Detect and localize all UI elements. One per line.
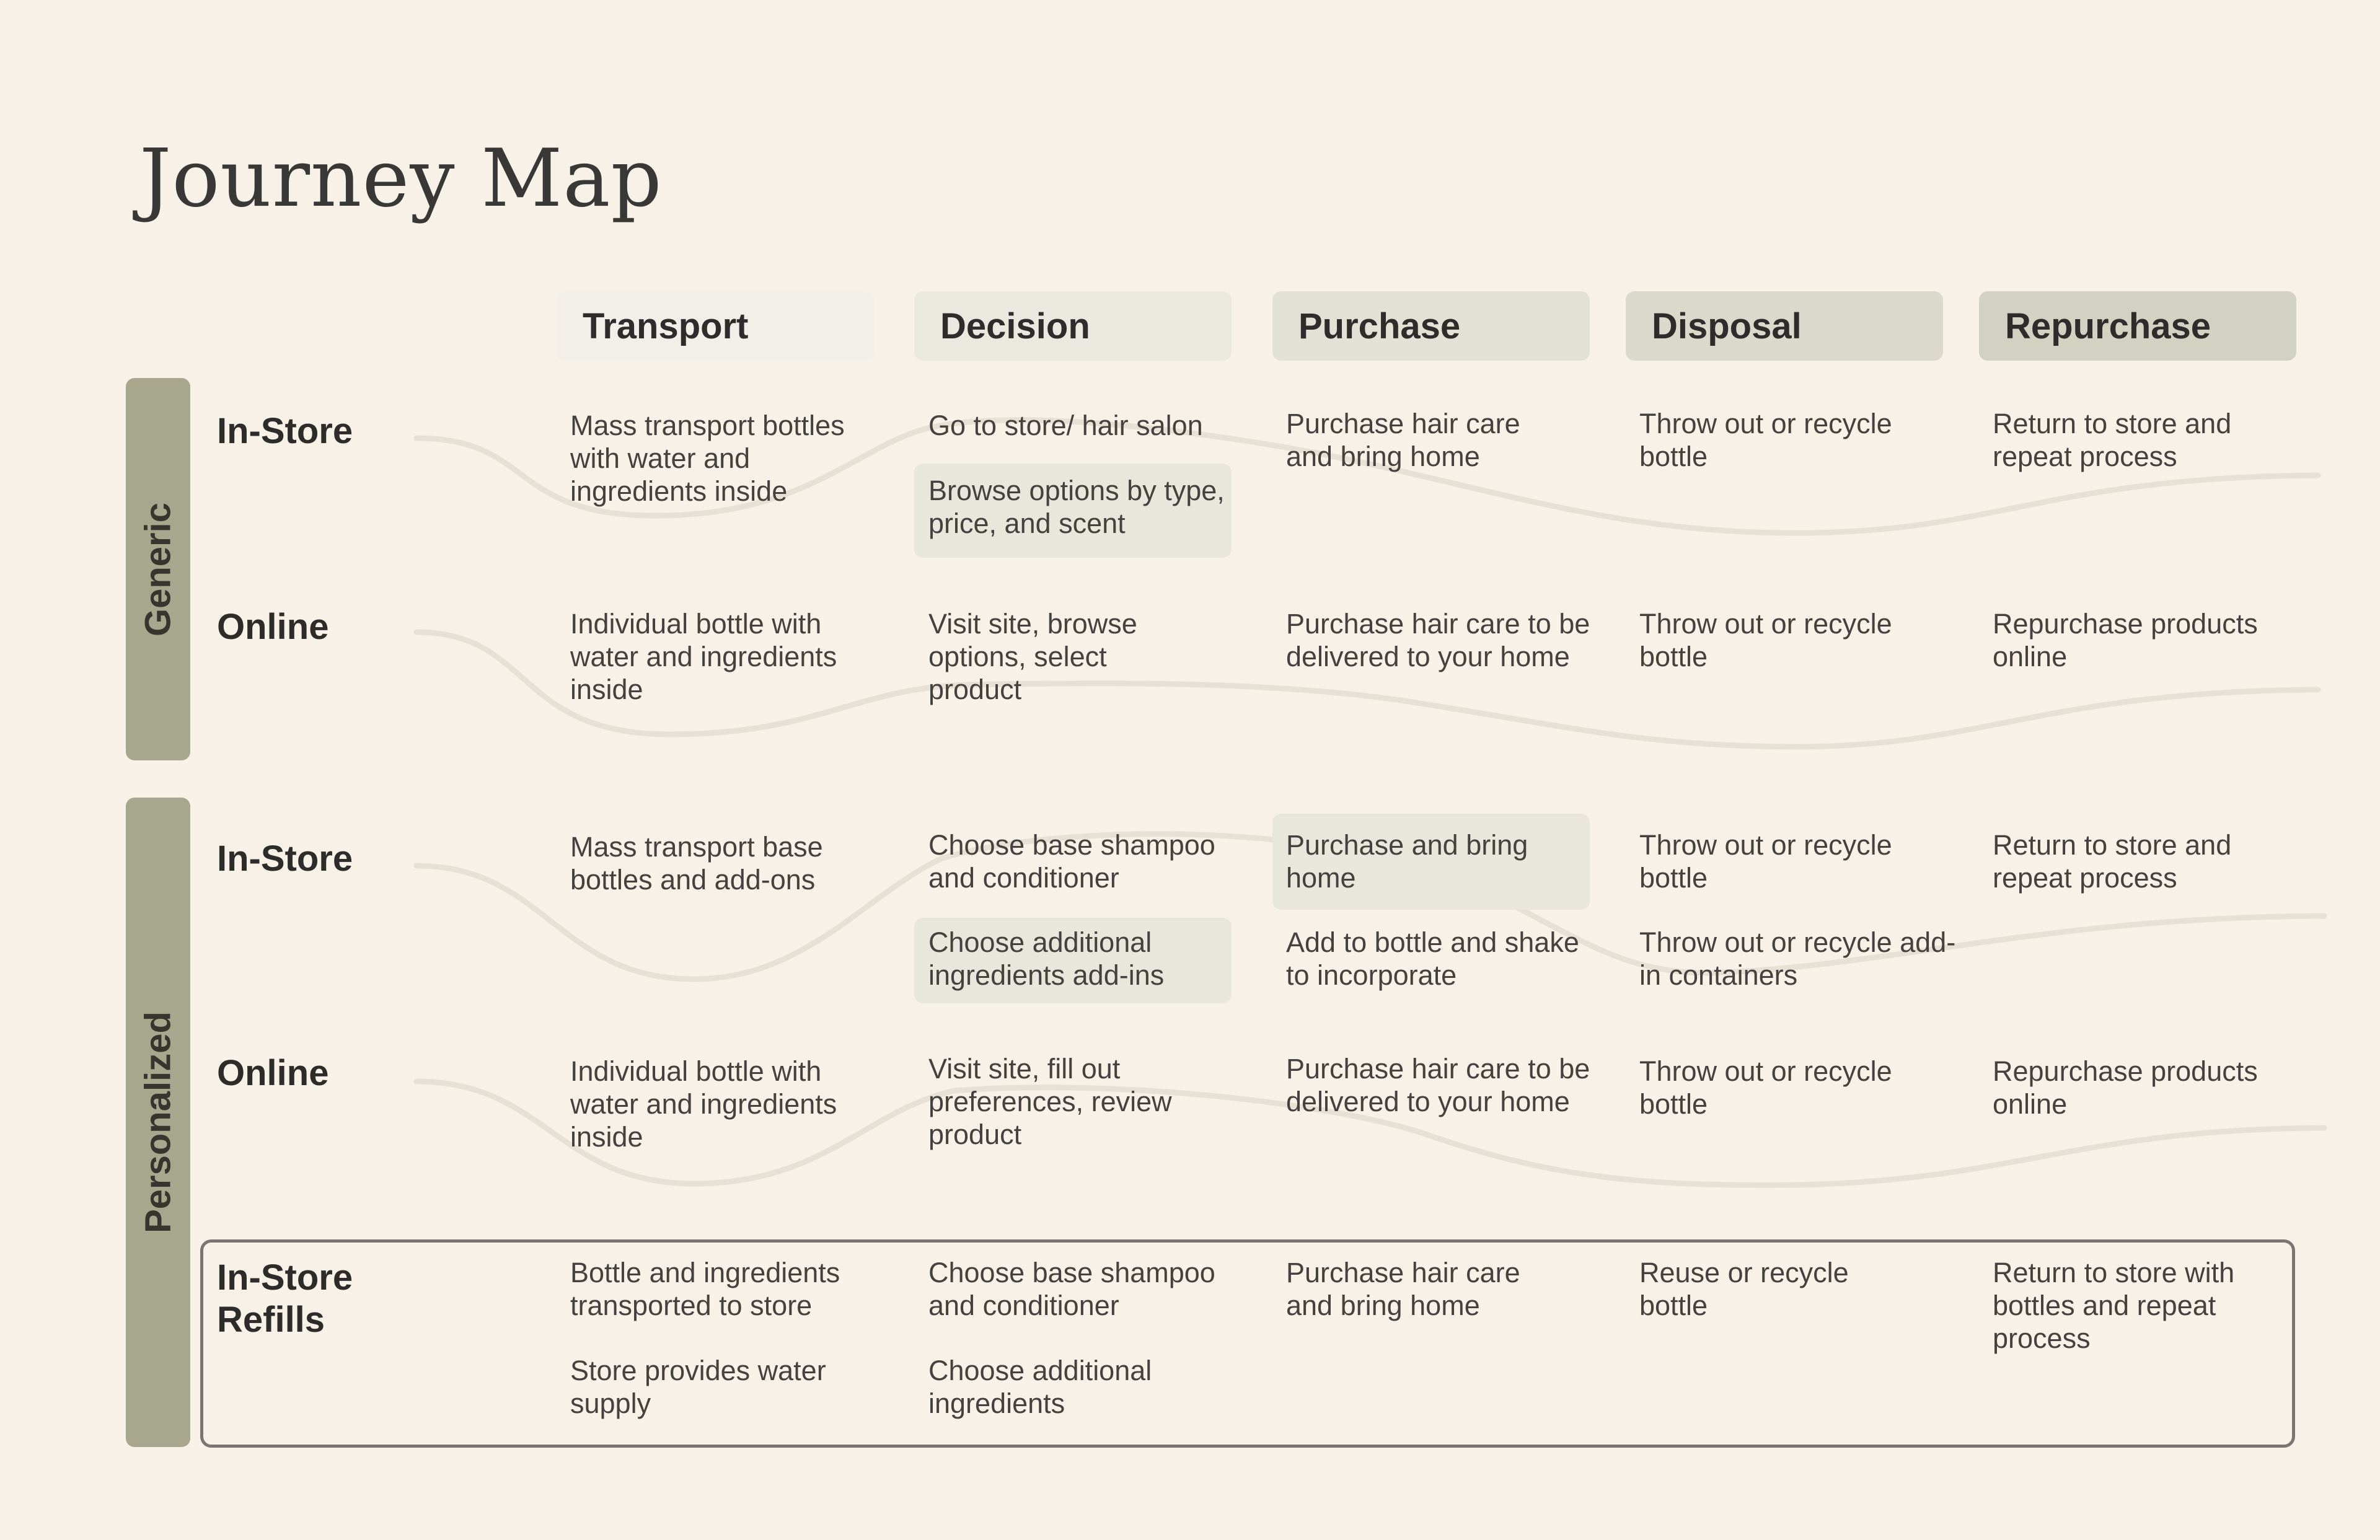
cell-refills-decision: Choose base shampoo and conditioner bbox=[928, 1257, 1215, 1321]
cell-refills-transport2: Store provides water supply bbox=[570, 1355, 826, 1419]
cell-generic-instore-decision: Go to store/ hair salon bbox=[928, 410, 1203, 441]
stage-transport: Transport bbox=[557, 291, 874, 361]
cell-generic-online-disposal: Throw out or recycle bottle bbox=[1639, 608, 1892, 672]
stage-disposal: Disposal bbox=[1626, 291, 1943, 361]
cell-generic-instore-decision2: Browse options by type, price, and scent bbox=[928, 475, 1225, 539]
highlight-personal-purchase bbox=[1272, 814, 1590, 910]
row-label-generic-online: Online bbox=[217, 607, 329, 647]
cell-generic-instore-repurchase: Return to store and repeat process bbox=[1993, 408, 2232, 472]
cell-refills-disposal: Reuse or recycle bottle bbox=[1639, 1257, 1849, 1321]
cell-generic-online-transport: Individual bottle with water and ingredi… bbox=[570, 608, 837, 705]
cell-refills-purchase: Purchase hair care and bring home bbox=[1286, 1257, 1520, 1321]
cell-personal-online-repurchase: Repurchase products online bbox=[1993, 1055, 2258, 1120]
cell-refills-decision2: Choose additional ingredients bbox=[928, 1355, 1152, 1419]
cell-personal-instore-transport: Mass transport base bottles and add-ons bbox=[570, 831, 823, 895]
stage-decision: Decision bbox=[914, 291, 1232, 361]
row-label-personal-instore: In-Store bbox=[217, 838, 353, 879]
cell-refills-repurchase: Return to store with bottles and repeat … bbox=[1993, 1257, 2235, 1354]
stage-purchase: Purchase bbox=[1272, 291, 1590, 361]
cell-personal-instore-decision: Choose base shampoo and conditioner bbox=[928, 829, 1215, 894]
stage-repurchase-label: Repurchase bbox=[2005, 306, 2211, 346]
row-label-refills: In-Store Refills bbox=[217, 1257, 353, 1340]
stage-repurchase: Repurchase bbox=[1979, 291, 2296, 361]
stage-decision-label: Decision bbox=[940, 306, 1090, 346]
cell-personal-instore-repurchase: Return to store and repeat process bbox=[1993, 829, 2232, 894]
cell-personal-online-purchase: Purchase hair care to be delivered to yo… bbox=[1286, 1053, 1590, 1117]
cell-personal-instore-purchase: Purchase and bring home bbox=[1286, 829, 1528, 894]
cell-personal-instore-decision2: Choose additional ingredients add-ins bbox=[928, 926, 1165, 991]
stage-purchase-label: Purchase bbox=[1298, 306, 1461, 346]
cell-personal-online-disposal: Throw out or recycle bottle bbox=[1639, 1055, 1892, 1120]
refills-row-box bbox=[200, 1239, 2295, 1448]
cell-generic-online-decision: Visit site, browse options, select produ… bbox=[928, 608, 1137, 705]
cell-personal-instore-disposal2: Throw out or recycle add-in containers bbox=[1639, 926, 1956, 991]
cell-refills-transport: Bottle and ingredients transported to st… bbox=[570, 1257, 840, 1321]
group-generic: Generic bbox=[126, 378, 190, 760]
row-label-personal-online: Online bbox=[217, 1053, 329, 1093]
curve-personal-online bbox=[413, 1078, 2327, 1188]
curve-generic-instore bbox=[413, 417, 2321, 536]
cell-personal-online-decision: Visit site, fill out preferences, review… bbox=[928, 1053, 1172, 1150]
stage-transport-label: Transport bbox=[583, 306, 749, 346]
group-personalized: Personalized bbox=[126, 798, 190, 1447]
row-label-generic-instore: In-Store bbox=[217, 411, 353, 451]
group-personalized-label: Personalized bbox=[138, 1011, 178, 1233]
cell-generic-online-repurchase: Repurchase products online bbox=[1993, 608, 2258, 672]
cell-generic-instore-disposal: Throw out or recycle bottle bbox=[1639, 408, 1892, 472]
curve-personal-instore bbox=[413, 831, 2327, 982]
cell-generic-online-purchase: Purchase hair care to be delivered to yo… bbox=[1286, 608, 1590, 672]
cell-personal-instore-purchase2: Add to bottle and shake to incorporate bbox=[1286, 926, 1579, 991]
cell-generic-instore-transport: Mass transport bottles with water and in… bbox=[570, 410, 845, 507]
cell-personal-instore-disposal: Throw out or recycle bottle bbox=[1639, 829, 1892, 894]
highlight-generic-decision2 bbox=[914, 464, 1232, 558]
cell-generic-instore-purchase: Purchase hair care and bring home bbox=[1286, 408, 1520, 472]
page-title: Journey Map bbox=[139, 133, 663, 225]
stage-disposal-label: Disposal bbox=[1652, 306, 1802, 346]
curve-generic-online bbox=[413, 629, 2321, 750]
group-generic-label: Generic bbox=[138, 502, 178, 636]
cell-personal-online-transport: Individual bottle with water and ingredi… bbox=[570, 1055, 837, 1153]
highlight-personal-decision2 bbox=[914, 918, 1232, 1003]
